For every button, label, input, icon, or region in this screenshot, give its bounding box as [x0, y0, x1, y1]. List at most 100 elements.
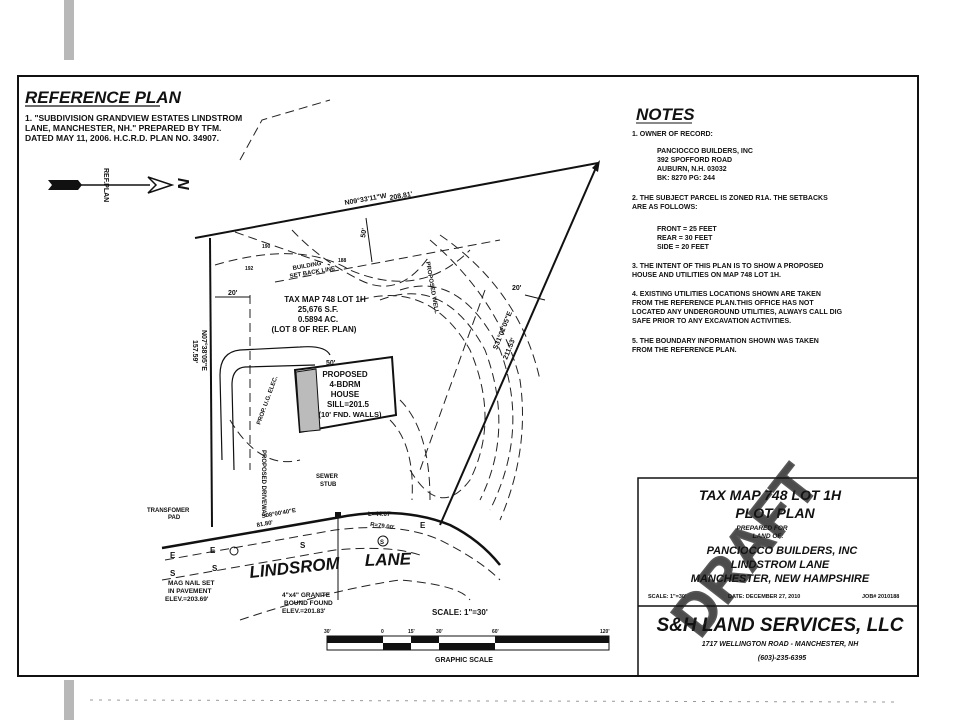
plan-label: LOCATED ANY UNDERGROUND UTILITIES, ALWAY… [632, 309, 843, 316]
plan-label: PLOT PLAN [735, 505, 815, 521]
plan-label: SEWER [316, 474, 339, 480]
plan-label: HOUSE AND UTILITIES ON MAP 748 LOT 1H. [632, 272, 781, 279]
plan-label: SAFE PRIOR TO ANY EXCAVATION ACTIVITIES. [632, 318, 791, 325]
plan-label: (603)-235-6395 [758, 655, 806, 662]
plan-label: 188 [338, 258, 347, 264]
plan-label: MANCHESTER, NEW HAMPSHIRE [691, 573, 870, 585]
property-boundary [161, 160, 600, 566]
plan-label: 30' [436, 629, 443, 635]
plan-label: PREPARED FOR [736, 525, 787, 532]
plan-label: PROPOSED [322, 370, 368, 379]
plan-label: 4-BDRM [329, 380, 360, 389]
plan-label: ELEV.=201.83' [282, 608, 326, 615]
plan-label: N07°38'05"E [200, 330, 208, 371]
plan-label: PANCIOCCO BUILDERS, INC [657, 148, 753, 155]
plan-label: BK: 8270 PG: 244 [657, 175, 715, 182]
plan-label: 3. THE INTENT OF THIS PLAN IS TO SHOW A … [632, 263, 823, 270]
scan-edge-marks [64, 0, 901, 720]
plan-label: SCALE: 1"=30' [648, 594, 687, 600]
reference-plan-title: REFERENCE PLAN [25, 88, 182, 107]
plan-label: 211.53' [502, 337, 517, 361]
svg-text:E: E [210, 546, 216, 555]
plan-label: 5. THE BOUNDARY INFORMATION SHOWN WAS TA… [632, 338, 819, 345]
plan-label: R=79.00' [370, 522, 395, 531]
plan-label: 120' [600, 629, 610, 635]
plan-label: ARE AS FOLLOWS: [632, 204, 697, 211]
plan-label: L=44.67' [368, 512, 392, 518]
plan-label: 50' [326, 360, 336, 367]
plan-label: FROM THE REFERENCE PLAN.THIS OFFICE HAS … [632, 300, 814, 307]
plan-label: (10' FND. WALLS) [318, 410, 382, 419]
plan-label: 2. THE SUBJECT PARCEL IS ZONED R1A. THE … [632, 195, 828, 202]
north-arrow-icon: REF.PLAN N [48, 168, 191, 202]
plan-label: 4. EXISTING UTILITIES LOCATIONS SHOWN AR… [632, 291, 821, 298]
notes-title: NOTES [636, 105, 695, 124]
street-name: LINDSROM [248, 554, 341, 582]
plan-label: PROPOSED WELL [424, 261, 439, 314]
plan-label: REF.PLAN [102, 168, 109, 202]
setback-lines [215, 217, 546, 471]
svg-text:S: S [212, 564, 218, 573]
company-name: S&H LAND SERVICES, LLC [656, 615, 903, 636]
plan-label: LAND OF: [752, 533, 783, 540]
plan-label: PROP. U.G. ELEC. [256, 375, 279, 426]
svg-text:S: S [170, 569, 176, 578]
plan-label: TAX MAP 748 LOT 1H [699, 487, 842, 503]
reference-line: 1. "SUBDIVISION GRANDVIEW ESTATES LINDST… [25, 113, 242, 123]
svg-text:S: S [380, 540, 384, 546]
plan-label: PROPOSED DRIVEWAY [260, 450, 266, 517]
plan-label: ELEV.=203.69' [165, 596, 209, 603]
contour-lines [214, 229, 541, 521]
svg-text:E: E [420, 521, 426, 530]
plan-label: 60' [492, 629, 499, 635]
reference-plan: REFERENCE PLAN 1. "SUBDIVISION GRANDVIEW… [25, 88, 242, 143]
notes: NOTES 1. OWNER OF RECORD: PANCIOCCO BUIL… [632, 105, 843, 354]
svg-text:S: S [300, 541, 306, 550]
plan-label: LINDSTROM LANE [731, 559, 830, 571]
plan-label: 1. OWNER OF RECORD: [632, 131, 713, 138]
plan-label: 15' [408, 629, 415, 635]
plan-label: S08°00'40"E [261, 508, 296, 520]
reference-line: LANE, MANCHESTER, NH." PREPARED BY TFM. [25, 123, 221, 133]
sheet-border [17, 75, 919, 677]
plan-label: 50' [360, 227, 369, 238]
plan-label: SIDE = 20 FEET [657, 244, 710, 251]
plan-label: GRAPHIC SCALE [435, 657, 493, 664]
plan-label: DATE: DECEMBER 27, 2010 [728, 594, 800, 600]
plan-label: FRONT = 25 FEET [657, 226, 717, 233]
plan-label: 392 SPOFFORD ROAD [657, 157, 732, 164]
street-name: LANE [364, 549, 412, 570]
plan-label: PAD [168, 515, 181, 521]
proposed-driveway [219, 346, 331, 461]
proposed-house: PROPOSED 4-BDRM HOUSE SILL=201.5 (10' FN… [293, 355, 398, 434]
plan-label: N09°33'11"W [344, 192, 388, 207]
plan-label: SCALE: 1"=30' [432, 608, 488, 617]
plan-label: 0.5894 AC. [298, 315, 338, 324]
plan-label: SILL=201.5 [327, 400, 370, 409]
graphic-scale: SCALE: 1"=30' 30' 0 15' 30' 60' 120' GRA… [324, 608, 610, 664]
title-block: TAX MAP 748 LOT 1H PLOT PLAN PREPARED FO… [637, 477, 919, 677]
plan-label: STUB [320, 482, 337, 488]
plan-label: IN PAVEMENT [168, 588, 211, 595]
plan-label: 25,676 S.F. [298, 305, 338, 314]
plan-label: BOUND FOUND [284, 600, 333, 607]
plan-label: 192 [245, 266, 254, 272]
plan-label: 0 [381, 629, 384, 635]
plan-label: 20' [512, 285, 522, 292]
plan-label: PANCIOCCO BUILDERS, INC [707, 545, 859, 557]
reference-line: DATED MAY 11, 2006. H.C.R.D. PLAN NO. 34… [25, 133, 219, 143]
plan-label: N [174, 178, 191, 190]
plan-label: MAG NAIL SET [168, 580, 214, 587]
road-utilities: E E S S S E S [161, 512, 501, 621]
plan-label: JOB# 2010188 [862, 594, 899, 600]
plan-label: 20' [228, 290, 238, 297]
plan-label: (LOT 8 OF REF. PLAN) [272, 325, 357, 334]
plan-label: FROM THE REFERENCE PLAN. [632, 347, 737, 354]
plan-label: HOUSE [331, 390, 360, 399]
plan-label: 4"x4" GRANITE [282, 592, 331, 599]
plan-label: 190 [262, 244, 271, 250]
plan-label: 1717 WELLINGTON ROAD - MANCHESTER, NH [702, 641, 860, 648]
plan-label: AUBURN, N.H. 03032 [657, 166, 727, 173]
plan-label: 208.81' [389, 191, 413, 202]
